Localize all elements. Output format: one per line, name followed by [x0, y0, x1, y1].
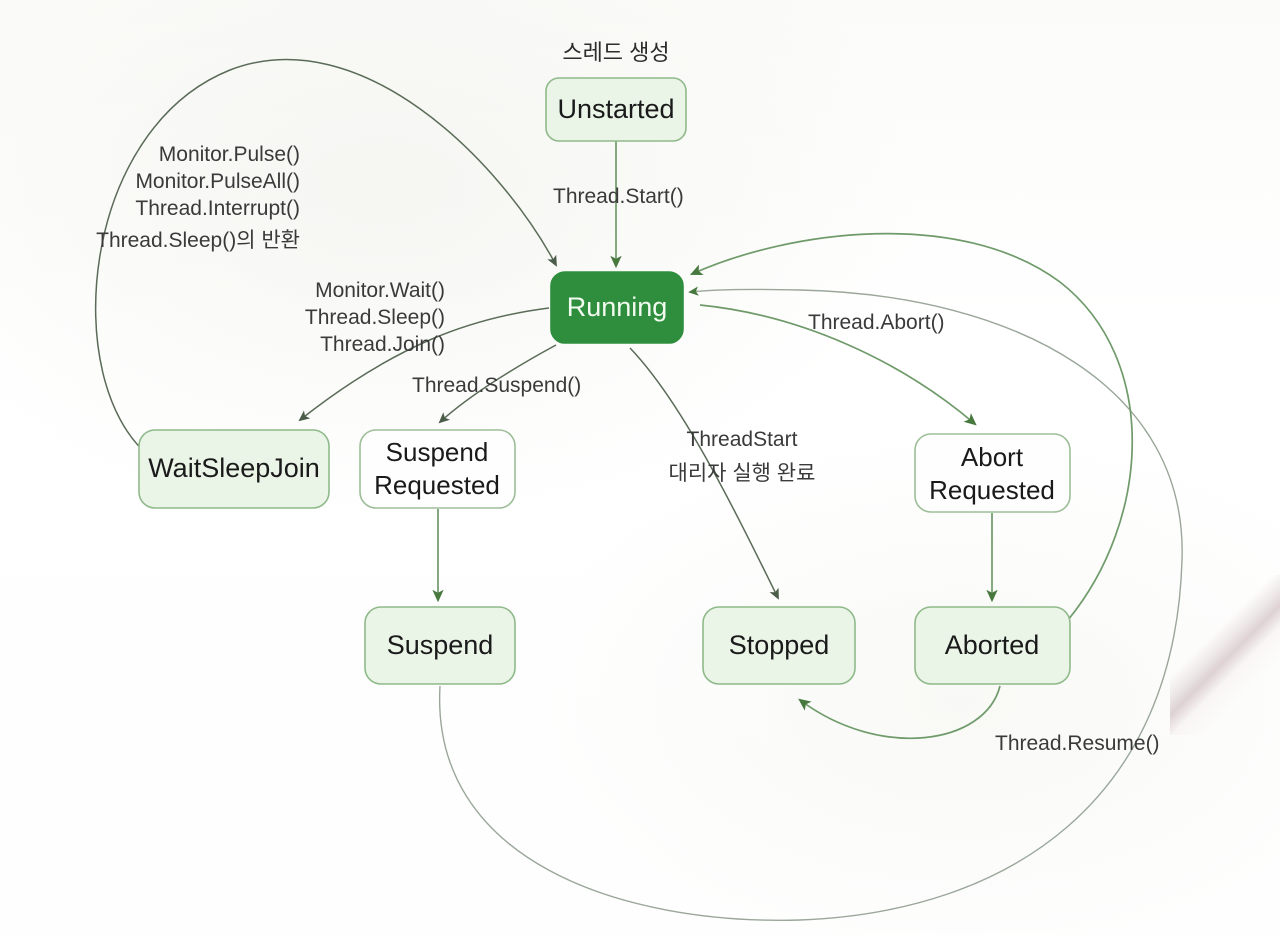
node-suspendrequested-box	[359, 429, 516, 509]
node-abortrequested-box	[914, 433, 1071, 513]
edge-label-monitor-pulseall: Monitor.PulseAll()	[135, 170, 300, 193]
edge-running-to-stopped	[629, 347, 779, 600]
node-running-box	[550, 271, 684, 344]
node-unstarted[interactable]: Unstarted	[545, 77, 687, 142]
node-suspendrequested-label-line2: Requested	[374, 470, 500, 500]
edge-label-thread-start: Thread.Start()	[553, 185, 684, 208]
node-abortrequested-label-line1: Abort	[961, 442, 1024, 472]
node-suspendrequested-label-line1: Suspend	[386, 437, 489, 467]
caption-thread-creation: 스레드 생성	[562, 40, 669, 65]
edge-aborted-to-stopped	[798, 685, 1001, 739]
node-stopped-label: Stopped	[729, 630, 830, 660]
node-waitsleepjoin-box	[138, 429, 330, 509]
node-unstarted-label: Unstarted	[557, 94, 674, 124]
edge-label-monitor-pulse: Monitor.Pulse()	[159, 143, 300, 166]
node-aborted-box	[914, 606, 1071, 685]
edge-running-to-waitsleepjoin	[298, 307, 550, 422]
edge-label-thread-abort: Thread.Abort()	[808, 311, 945, 334]
node-unstarted-box	[545, 77, 687, 142]
edge-label-thread-interrupt: Thread.Interrupt()	[135, 197, 300, 220]
edge-waitsleepjoin-to-running	[94, 58, 557, 456]
node-abortrequested-label-line2: Requested	[929, 475, 1055, 505]
edge-label-thread-resume: Thread.Resume()	[995, 732, 1160, 755]
node-abortrequested[interactable]: Abort Requested	[914, 433, 1071, 513]
edge-running-to-abortrequested	[699, 304, 977, 426]
node-suspend-label: Suspend	[387, 630, 494, 660]
edge-suspend-to-running-resume	[439, 286, 1183, 921]
edge-label-thread-sleep: Thread.Sleep()	[305, 306, 445, 329]
node-stopped[interactable]: Stopped	[702, 606, 856, 685]
node-waitsleepjoin-label: WaitSleepJoin	[148, 453, 320, 483]
node-running[interactable]: Running	[550, 271, 684, 344]
edge-label-threadstart: ThreadStart	[687, 428, 798, 451]
node-aborted[interactable]: Aborted	[914, 606, 1071, 685]
node-suspend-box	[364, 606, 516, 685]
edge-label-delegate-done: 대리자 실행 완료	[669, 462, 816, 485]
edge-label-monitor-wait: Monitor.Wait()	[315, 279, 445, 302]
node-suspend[interactable]: Suspend	[364, 606, 516, 685]
edge-label-thread-suspend: Thread.Suspend()	[412, 374, 581, 397]
edge-aborted-to-running	[689, 232, 1133, 621]
node-suspendrequested[interactable]: Suspend Requested	[359, 429, 516, 509]
edge-running-to-suspendrequested	[438, 344, 557, 424]
node-running-label: Running	[567, 292, 668, 322]
node-aborted-label: Aborted	[945, 630, 1040, 660]
edge-label-thread-sleep-return: Thread.Sleep()의 반환	[96, 229, 300, 252]
node-stopped-box	[702, 606, 856, 685]
node-waitsleepjoin[interactable]: WaitSleepJoin	[138, 429, 330, 509]
edge-label-thread-join: Thread.Join()	[320, 333, 445, 356]
